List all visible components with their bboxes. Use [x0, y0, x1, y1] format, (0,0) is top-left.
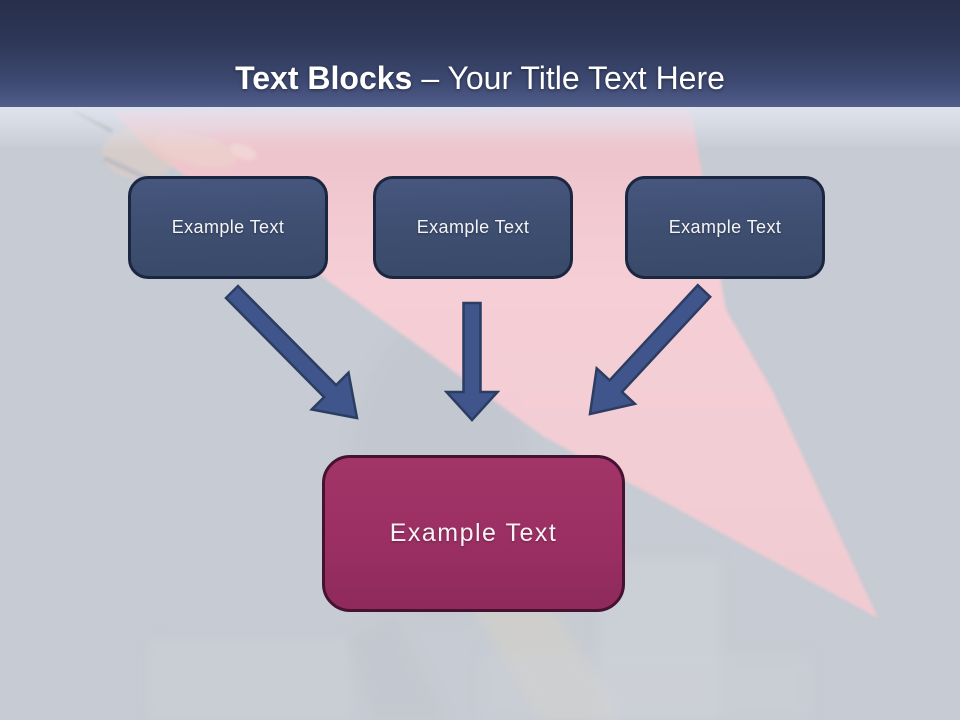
text-block-top-1[interactable]: Example Text — [128, 176, 328, 279]
text-block-top-3[interactable]: Example Text — [625, 176, 825, 279]
text-block-label: Example Text — [171, 217, 285, 237]
text-block-label: Example Text — [668, 217, 782, 237]
page-title: Text Blocks– Your Title Text Here — [235, 62, 725, 107]
text-block-label: Example Text — [389, 519, 558, 547]
text-block-result[interactable]: Example Text — [322, 455, 625, 612]
arrow-down-left[interactable] — [588, 283, 712, 416]
text-block-label: Example Text — [416, 217, 530, 237]
text-block-top-2[interactable]: Example Text — [373, 176, 573, 279]
arrow-down[interactable] — [443, 301, 501, 422]
title-bar: Text Blocks– Your Title Text Here — [0, 0, 960, 107]
arrow-down-right[interactable] — [224, 284, 359, 420]
title-regular-text: – Your Title Text Here — [421, 60, 725, 96]
title-bold-text: Text Blocks — [235, 60, 413, 96]
